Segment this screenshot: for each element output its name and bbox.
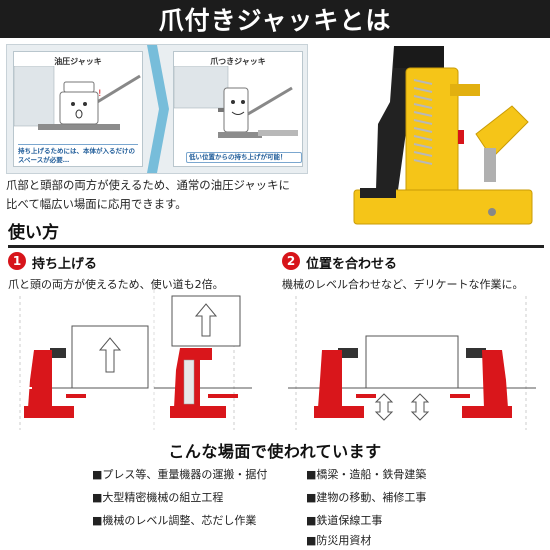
description-line-1: 爪部と頭部の両方が使えるため、通常の油圧ジャッキに [6,178,290,192]
step-1-illustration [8,290,252,430]
usage-section-title: 使い方 [8,223,59,243]
use-item: ■機械のレベル調整、芯だし作業 [92,514,257,527]
claw-jack-product-image [353,46,533,225]
claw-jack-drawing [174,66,298,138]
claw-jack-caption: 低い位置からの持ち上げが可能！ [186,152,302,163]
step-1-title: 持ち上げる [32,257,98,272]
step-2-title: 位置を合わせる [306,257,398,272]
use-item: ■橋梁・造船・鉄骨建築 [306,468,427,481]
arrow-right-icon [147,45,169,173]
use-item: ■防災用資材 [306,534,372,547]
comparison-illustration: 油圧ジャッキ ! 持ち上げるためには、本体が入るだけのスペースが必要… 爪つきジ… [6,44,308,174]
hydraulic-jack-title: 油圧ジャッキ [54,57,102,66]
usage-divider [8,245,544,248]
hydraulic-jack-panel: 油圧ジャッキ ! 持ち上げるためには、本体が入るだけのスペースが必要… [13,51,143,167]
claw-jack-title: 爪つきジャッキ [210,57,266,66]
use-item: ■鉄道保線工事 [306,514,383,527]
step-2-illustration [288,296,536,430]
step-1-description: 爪と頭の両方が使えるため、使い道も2倍。 [8,278,224,291]
step-2-description: 機械のレベル合わせなど、デリケートな作業に。 [282,278,524,291]
use-item: ■大型精密機械の組立工程 [92,491,224,504]
step-1-badge: 1 [8,252,26,270]
hydraulic-jack-caption: 持ち上げるためには、本体が入るだけのスペースが必要… [18,144,138,165]
claw-jack-panel: 爪つきジャッキ 低い位置からの持ち上げが可能！ [173,51,303,167]
page-title: 爪付きジャッキとは [158,6,392,35]
use-item: ■プレス等、重量機器の運搬・据付 [92,468,268,481]
header-banner: 爪付きジャッキとは [0,0,550,38]
description-line-2: 比べて幅広い場面に応用できます。 [6,197,187,211]
step-2-badge: 2 [282,252,300,270]
uses-section-title: こんな場面で使われています [168,442,382,461]
product-description: 爪部と頭部の両方が使えるため、通常の油圧ジャッキに 比べて幅広い場面に応用できま… [6,176,322,214]
hydraulic-jack-drawing: ! [14,66,141,130]
svg-text:!: ! [98,89,102,99]
use-item: ■建物の移動、補修工事 [306,491,427,504]
